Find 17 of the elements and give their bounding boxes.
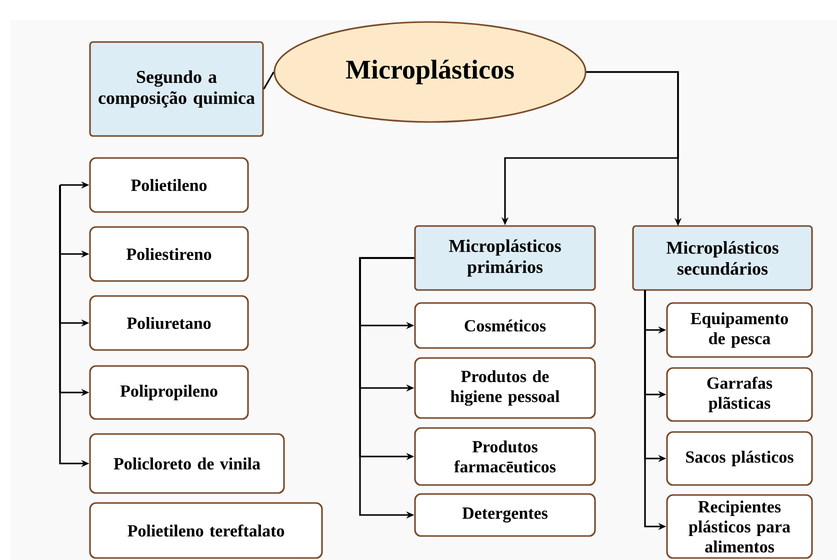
item-box: Detergentes (414, 493, 596, 537)
item-box: Garrafas plãsticas (666, 367, 813, 422)
item-box: Poliuretano (89, 295, 249, 351)
item-box: Recipientes plásticos para alimentos (666, 494, 813, 559)
item-box: Sacos plásticos (666, 431, 813, 486)
category-box: Microplásticos secundários (632, 225, 813, 291)
category-box: Segundo a composição quimica (89, 41, 264, 137)
item-box: Produtos farmacēuticos (414, 427, 596, 486)
item-box: Cosméticos (414, 302, 596, 349)
item-box: Poliestireno (89, 226, 249, 282)
item-box: Polietileno (89, 157, 249, 213)
category-box: Microplásticos primários (414, 225, 596, 291)
item-box: Polipropileno (89, 365, 249, 420)
item-box: Polietileno tereftalato (89, 502, 323, 559)
item-box: Equipamento de pesca (666, 302, 813, 358)
item-box: Policloreto de vinila (89, 433, 285, 494)
item-box: Produtos de higiene pessoal (414, 357, 596, 419)
